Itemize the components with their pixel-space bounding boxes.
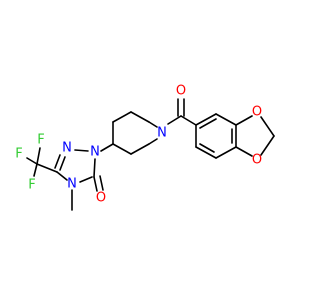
bond-dioxole-2: [235, 146, 253, 157]
bond-pip-4: [112, 143, 132, 155]
atom-labels-group: O N O O N N N O F F F: [15, 84, 262, 206]
bond-pip-n-b: [148, 138, 158, 145]
bond-triazole-n1-n2: [74, 149, 89, 152]
bonds-group: [26, 98, 275, 211]
atom-n1-triazole: N: [90, 145, 100, 160]
molecule-structure: O N O O N N N O F F F: [0, 0, 300, 300]
bond-triazole-n2-c3-a: [54, 154, 61, 169]
atom-o-dioxole-2: O: [252, 153, 262, 168]
bond-pip-2: [112, 111, 132, 123]
bond-triazole-c3-n4: [56, 171, 68, 181]
atom-n-piperidine: N: [157, 126, 167, 141]
bond-pip-n-a: [148, 121, 158, 128]
bond-triazole-c5-n1: [93, 158, 96, 178]
atom-f-2: F: [37, 133, 44, 148]
bond-cf3-f2: [36, 147, 41, 165]
bond-dioxole-4: [260, 135, 275, 156]
bond-benz-4: [215, 146, 237, 159]
bond-triazole-n4-c5: [79, 176, 93, 183]
bond-carbonyl-aryl: [180, 115, 197, 126]
bond-cf3-f3: [33, 163, 38, 177]
atom-f-3: F: [28, 178, 35, 193]
bond-benz-5: [195, 146, 217, 159]
bond-cf3-f1: [26, 157, 38, 165]
bond-pip-triazole: [100, 143, 114, 152]
atom-o-triazolone: O: [96, 191, 106, 206]
bond-benz-inner-1: [199, 118, 217, 129]
bond-dioxole-3: [260, 116, 275, 137]
bond-triazole-n2-c3-b: [59, 156, 66, 171]
atom-o-carbonyl: O: [176, 84, 186, 99]
atom-o-dioxole-1: O: [252, 105, 262, 120]
bond-triazolone-co-b: [99, 175, 104, 191]
bond-pip-5: [130, 143, 150, 155]
bond-carbonyl-n: [167, 115, 182, 125]
bond-benz-1: [195, 113, 217, 126]
atom-f-1: F: [15, 147, 22, 162]
bond-dioxole-1: [235, 115, 253, 126]
bond-c3-cf3: [36, 163, 58, 173]
background: [0, 0, 300, 300]
bond-triazolone-co-a: [93, 176, 98, 192]
atom-n2-triazole: N: [62, 141, 72, 156]
atom-n4-triazole: N: [67, 177, 77, 192]
molecule-canvas: O N O O N N N O F F F: [0, 0, 300, 300]
bond-benz-2: [215, 113, 237, 126]
bond-benz-inner-3: [199, 143, 215, 153]
bond-pip-1: [130, 111, 150, 123]
